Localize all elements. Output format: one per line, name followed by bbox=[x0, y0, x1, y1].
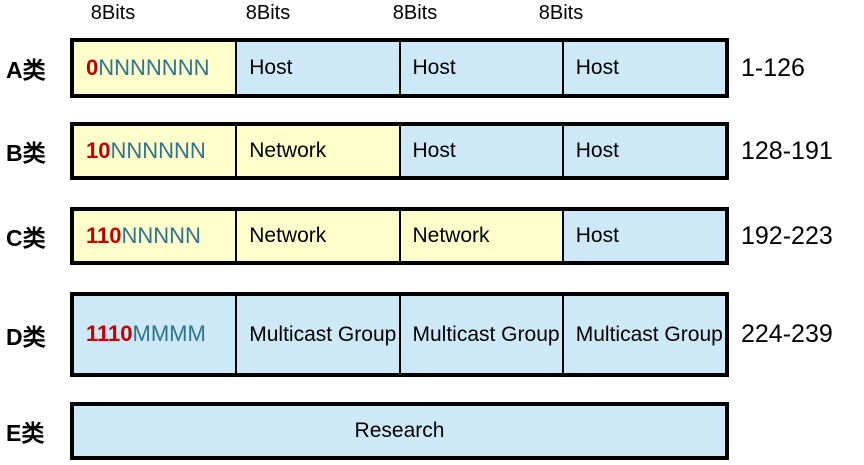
class-a-range: 1-126 bbox=[741, 53, 805, 82]
bit-prefix: 0 bbox=[86, 54, 99, 80]
class-d-bits-cell: 1110MMMM bbox=[74, 296, 236, 373]
class-b-cell-2: Network bbox=[235, 126, 399, 176]
bit-letters: NNNNNNN bbox=[98, 54, 210, 80]
class-a-bits-cell: 0NNNNNNN bbox=[74, 42, 236, 94]
class-label-d: D类 bbox=[6, 323, 46, 350]
class-c-cell-3: Network bbox=[398, 211, 562, 261]
bit-letters: NNNNNN bbox=[110, 137, 206, 163]
bit-pattern: 10NNNNNN bbox=[86, 137, 206, 164]
class-e-row: Research bbox=[70, 402, 729, 460]
class-b-range: 128-191 bbox=[741, 136, 833, 165]
bit-prefix: 1110 bbox=[86, 321, 133, 347]
class-label-a: A类 bbox=[6, 57, 46, 83]
class-d-cell-3: Multicast Group bbox=[398, 296, 562, 373]
class-b-row: 10NNNNNN Network Host Host bbox=[70, 122, 729, 180]
class-d-cell-4: Multicast Group bbox=[561, 296, 725, 373]
bit-letters: NNNNN bbox=[121, 222, 201, 248]
bit-header-1: 8Bits bbox=[90, 2, 136, 24]
bit-pattern: 0NNNNNNN bbox=[86, 54, 210, 81]
class-e-research-cell: Research bbox=[74, 406, 725, 456]
class-a-cell-4: Host bbox=[561, 42, 725, 94]
class-d-range: 224-239 bbox=[741, 320, 833, 348]
bit-pattern: 110NNNNN bbox=[86, 222, 201, 249]
class-label-b: B类 bbox=[6, 140, 46, 166]
class-b-cell-4: Host bbox=[561, 126, 725, 176]
bit-letters: MMMM bbox=[132, 321, 206, 347]
class-label-e: E类 bbox=[6, 420, 45, 446]
class-c-cell-2: Network bbox=[235, 211, 399, 261]
class-label-c: C类 bbox=[6, 225, 46, 251]
class-a-cell-3: Host bbox=[398, 42, 562, 94]
class-a-row: 0NNNNNNN Host Host Host bbox=[70, 38, 729, 98]
class-d-cell-2: Multicast Group bbox=[235, 296, 399, 373]
class-c-bits-cell: 110NNNNN bbox=[74, 211, 236, 261]
class-c-range: 192-223 bbox=[741, 221, 833, 250]
bit-header-2: 8Bits bbox=[245, 2, 291, 24]
class-d-row: 1110MMMM Multicast Group Multicast Group… bbox=[70, 292, 729, 377]
bit-header-4: 8Bits bbox=[538, 2, 584, 24]
bit-prefix: 110 bbox=[86, 222, 122, 248]
class-b-bits-cell: 10NNNNNN bbox=[74, 126, 236, 176]
bit-pattern: 1110MMMM bbox=[86, 321, 206, 347]
bit-prefix: 10 bbox=[86, 137, 111, 163]
bit-header-3: 8Bits bbox=[392, 2, 438, 24]
class-c-cell-4: Host bbox=[561, 211, 725, 261]
class-a-cell-2: Host bbox=[235, 42, 399, 94]
class-b-cell-3: Host bbox=[398, 126, 562, 176]
class-c-row: 110NNNNN Network Network Host bbox=[70, 207, 729, 265]
